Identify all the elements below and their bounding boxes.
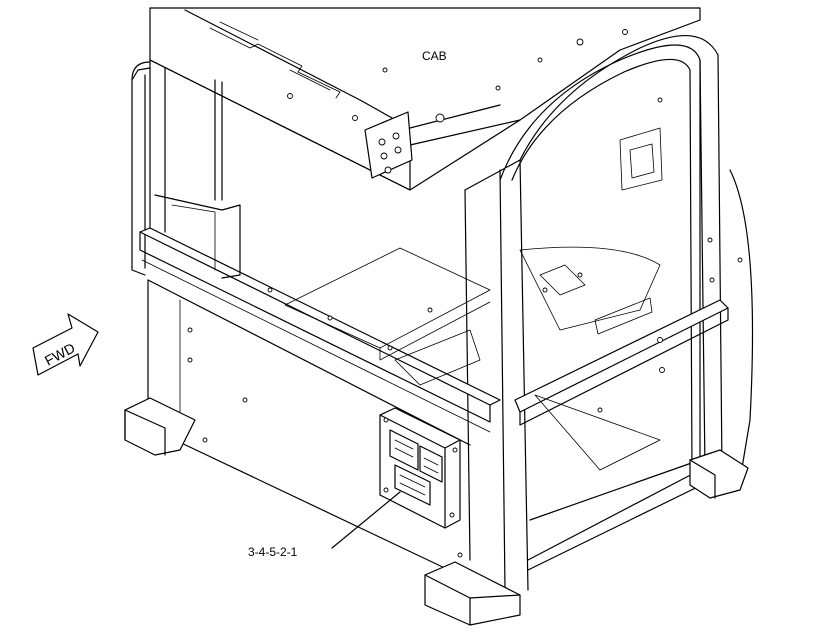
left-foot-pad [124, 397, 196, 456]
front-left-post [464, 159, 529, 591]
right-front-foot-pad [424, 561, 521, 626]
cab-label: CAB [422, 49, 447, 63]
cross-beam [139, 194, 501, 433]
floor-plates [284, 246, 661, 471]
callout-label: 3-4-5-2-1 [248, 545, 298, 559]
cab-roof-plate [149, 7, 701, 191]
left-rear-post [131, 59, 223, 276]
ecm-module [379, 407, 461, 529]
door-arch [499, 35, 754, 481]
right-rear-foot-pad [689, 449, 749, 499]
callout-leader: 3-4-5-2-1 [248, 491, 401, 559]
base-frame [147, 279, 741, 581]
right-beam [514, 299, 729, 426]
fwd-arrow: FWD [32, 313, 99, 376]
